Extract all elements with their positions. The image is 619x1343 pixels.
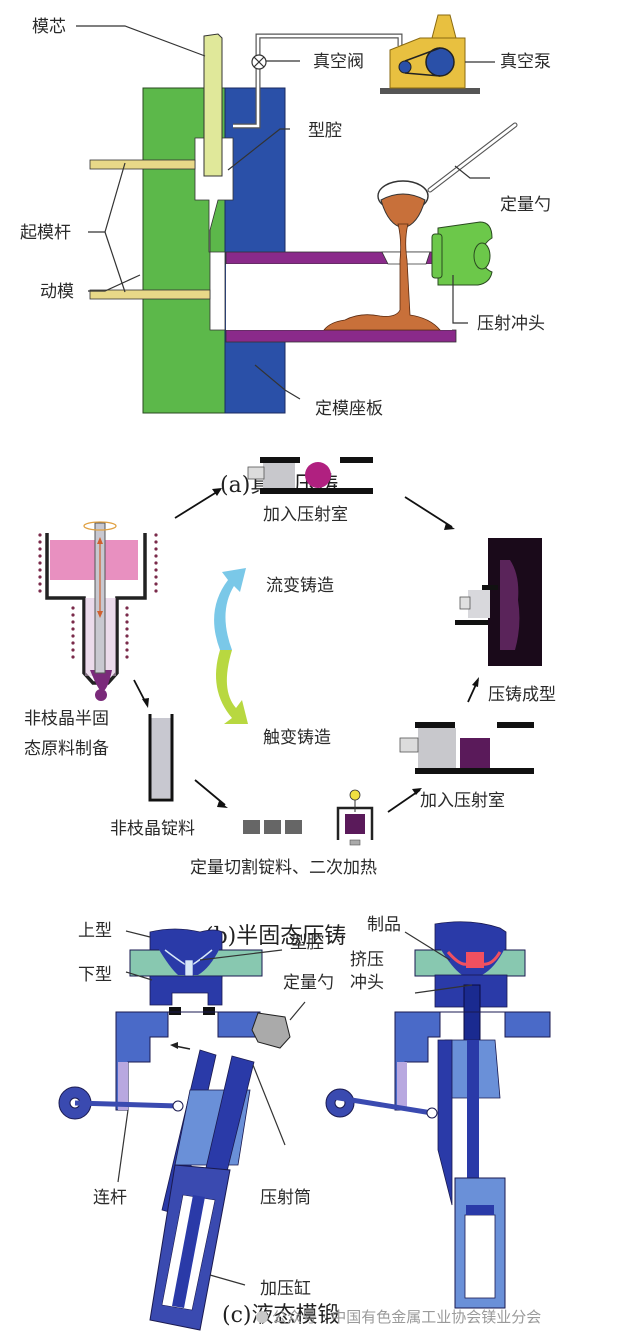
label-vacuum-valve: 真空阀 bbox=[313, 52, 364, 72]
label-moving-die: 动模 bbox=[40, 282, 74, 302]
label-cavity: 型腔 bbox=[308, 121, 342, 141]
die-forming-icon bbox=[455, 538, 542, 666]
label-plunger: 压射冲头 bbox=[477, 314, 545, 334]
cut-slugs-icon bbox=[243, 820, 302, 834]
label-vacuum-pump: 真空泵 bbox=[500, 52, 551, 72]
shot-chamber-ball-icon bbox=[247, 457, 373, 494]
label-upper-die: 上型 bbox=[78, 921, 112, 941]
shot-chamber-billet-icon bbox=[399, 722, 534, 774]
panel-b-semi-solid-die-casting: 加入压射室 流变铸造 压铸成型 非枝晶半固 态原料制备 触变铸造 加入压射室 非… bbox=[24, 457, 556, 949]
mold-core bbox=[203, 33, 223, 177]
label-lower-die: 下型 bbox=[78, 965, 112, 985]
fixed-platen bbox=[224, 87, 286, 414]
label-ejector-rod: 起模杆 bbox=[20, 223, 71, 243]
label-product: 制品 bbox=[367, 915, 401, 935]
label-rheocasting: 流变铸造 bbox=[266, 576, 334, 596]
plunger-icon bbox=[431, 221, 493, 286]
panel-c-liquid-die-forging: 上型 型腔 下型 定量勺 制品 挤压 冲头 连杆 压射筒 加压缸 (c)液态模锻 bbox=[58, 915, 551, 1331]
process-arrows bbox=[133, 488, 479, 813]
ladle-icon bbox=[377, 122, 518, 229]
vacuum-pump-icon bbox=[380, 14, 480, 94]
label-cut-reheat: 定量切割锭料、二次加热 bbox=[190, 858, 377, 878]
label-ladle: 定量勺 bbox=[500, 195, 551, 215]
label-link-rod: 连杆 bbox=[93, 1188, 127, 1208]
reheat-icon bbox=[336, 789, 374, 846]
label-core: 模芯 bbox=[32, 17, 66, 37]
label-fixed-platen: 定模座板 bbox=[315, 399, 383, 419]
label-die-forming: 压铸成型 bbox=[488, 685, 556, 705]
crucible-icon bbox=[45, 521, 147, 701]
watermark-text: 公众号 · 中国有色金属工业协会镁业分会 bbox=[272, 1308, 541, 1326]
label-shot-chamber-top: 加入压射室 bbox=[263, 505, 348, 525]
machine-closed-state bbox=[325, 921, 551, 1309]
label-ingot: 非枝晶锭料 bbox=[110, 819, 195, 839]
caption-c: (c)液态模锻 bbox=[222, 1303, 340, 1328]
label-press-cylinder: 加压缸 bbox=[260, 1278, 311, 1299]
label-thixocasting: 触变铸造 bbox=[263, 728, 331, 748]
label-raw-prep-line1: 非枝晶半固 bbox=[24, 709, 109, 729]
induction-coils bbox=[38, 533, 158, 659]
label-raw-prep-line2: 态原料制备 bbox=[24, 739, 109, 759]
ejector-rod-upper bbox=[89, 159, 196, 170]
rheocasting-arrow-icon bbox=[214, 568, 246, 650]
ladle-c-icon bbox=[251, 1012, 291, 1049]
label-shot-sleeve: 压射筒 bbox=[260, 1188, 311, 1208]
vacuum-valve-icon bbox=[251, 54, 267, 70]
lower-die bbox=[149, 975, 223, 1006]
label-squeeze-line1: 挤压 bbox=[350, 950, 384, 970]
machine-open-state bbox=[58, 928, 291, 1331]
label-cavity-c: 型腔 bbox=[290, 933, 324, 953]
cavity bbox=[194, 137, 234, 331]
label-shot-chamber-bottom: 加入压射室 bbox=[420, 791, 505, 811]
wechat-icon bbox=[256, 1311, 268, 1323]
molten-metal bbox=[323, 223, 441, 331]
caption-b: (b)半固态压铸 bbox=[205, 924, 346, 949]
watermark: 公众号 · 中国有色金属工业协会镁业分会 bbox=[256, 1308, 541, 1326]
ingot-icon bbox=[148, 714, 174, 802]
panel-a-vacuum-die-casting: 模芯 真空阀 真空泵 型腔 起模杆 定量勺 动模 压射冲头 定模座板 (a)真空… bbox=[20, 14, 551, 498]
thixocasting-arrow-icon bbox=[216, 650, 248, 724]
shot-sleeve-bottom bbox=[225, 329, 457, 343]
label-ladle-c: 定量勺 bbox=[283, 973, 334, 993]
label-squeeze-line2: 冲头 bbox=[350, 973, 384, 993]
ejector-rod-lower bbox=[89, 289, 211, 300]
